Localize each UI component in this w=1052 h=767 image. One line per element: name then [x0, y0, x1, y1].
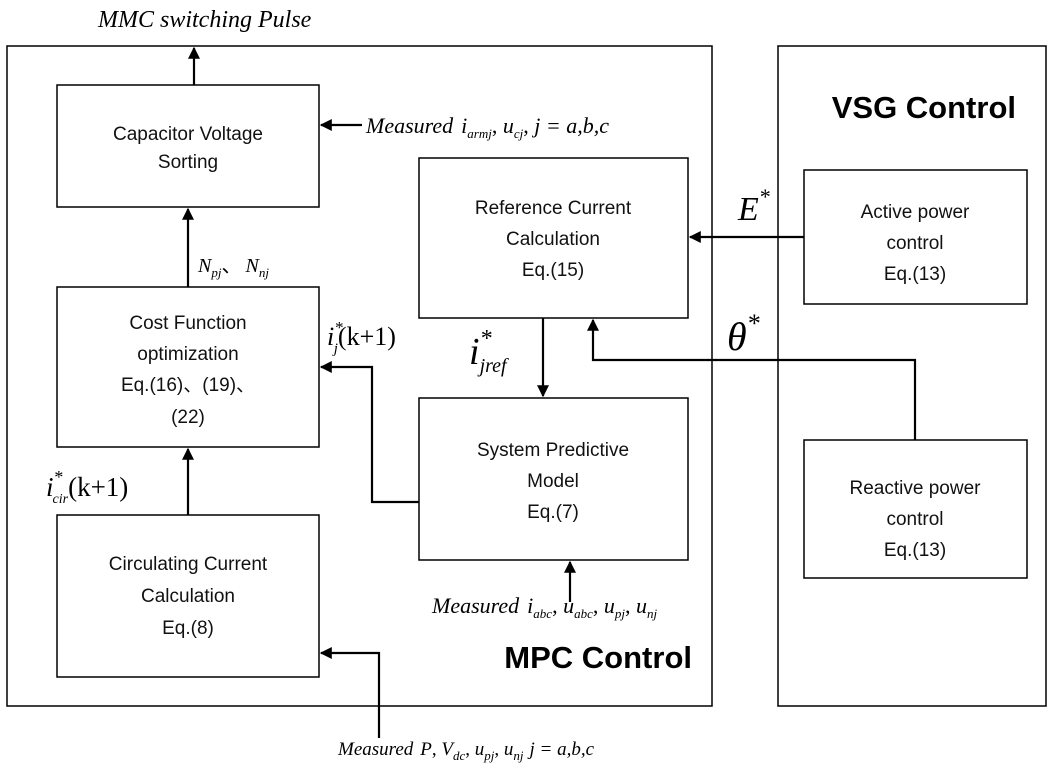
system-predictive-model-block: System Predictive Model Eq.(7) — [418, 397, 689, 561]
capacitor-voltage-sorting-block: Capacitor Voltage Sorting — [56, 84, 320, 208]
circulating-current-calculation-block: Circulating Current Calculation Eq.(8) — [56, 514, 320, 678]
svg-text:Reactive power: Reactive power — [850, 478, 982, 499]
circ-measured-arrow — [319, 647, 381, 738]
svg-text:Eq.(7): Eq.(7) — [527, 502, 579, 523]
mpc-control-title: MPC Control — [504, 640, 692, 675]
svg-text:Eq.(15): Eq.(15) — [522, 260, 584, 281]
vsg-frame — [777, 45, 1047, 707]
ijref-label: i*jref — [469, 326, 509, 377]
svg-text:control: control — [886, 509, 943, 530]
svg-text:Model: Model — [527, 471, 579, 492]
pred-to-cost-arrow — [319, 361, 419, 504]
active-power-control-block: Active power control Eq.(13) — [803, 169, 1028, 305]
svg-text:Reference Current: Reference Current — [475, 198, 632, 219]
mmc-switching-pulse-label: MMC switching Pulse — [97, 7, 312, 33]
svg-text:Eq.(13): Eq.(13) — [884, 540, 946, 561]
reactive-to-ref-arrow — [587, 318, 917, 440]
e-star-label: E* — [737, 184, 770, 228]
cost-function-optimization-block: Cost Function optimization Eq.(16)、(19)、… — [56, 286, 320, 448]
svg-text:Eq.(8): Eq.(8) — [162, 618, 214, 639]
icir-k-plus-1-label: i*cir(k+1) — [46, 467, 128, 507]
svg-text:optimization: optimization — [137, 344, 238, 365]
svg-text:control: control — [886, 233, 943, 254]
vsg-control-title: VSG Control — [832, 90, 1016, 125]
svg-text:Sorting: Sorting — [158, 152, 218, 173]
svg-text:System Predictive: System Predictive — [477, 440, 629, 461]
svg-text:Capacitor Voltage: Capacitor Voltage — [113, 124, 263, 145]
svg-text:Circulating Current: Circulating Current — [109, 554, 268, 575]
reactive-power-control-block: Reactive power control Eq.(13) — [803, 439, 1028, 579]
mpc-frame — [6, 45, 713, 707]
ij-k-plus-1-label: i*j(k+1) — [327, 318, 396, 357]
svg-text:Calculation: Calculation — [141, 586, 235, 607]
reference-current-calculation-block: Reference Current Calculation Eq.(15) — [418, 157, 689, 319]
npj-nnj-label: Npj、Nnj — [197, 255, 269, 280]
svg-text:Active power: Active power — [861, 202, 970, 223]
svg-text:Eq.(16)、(19)、: Eq.(16)、(19)、 — [121, 375, 255, 396]
svg-text:(22): (22) — [171, 407, 205, 428]
svg-text:Eq.(13): Eq.(13) — [884, 264, 946, 285]
theta-star-label: θ* — [727, 309, 760, 359]
svg-text:Calculation: Calculation — [506, 229, 600, 250]
svg-text:Cost Function: Cost Function — [129, 313, 246, 334]
